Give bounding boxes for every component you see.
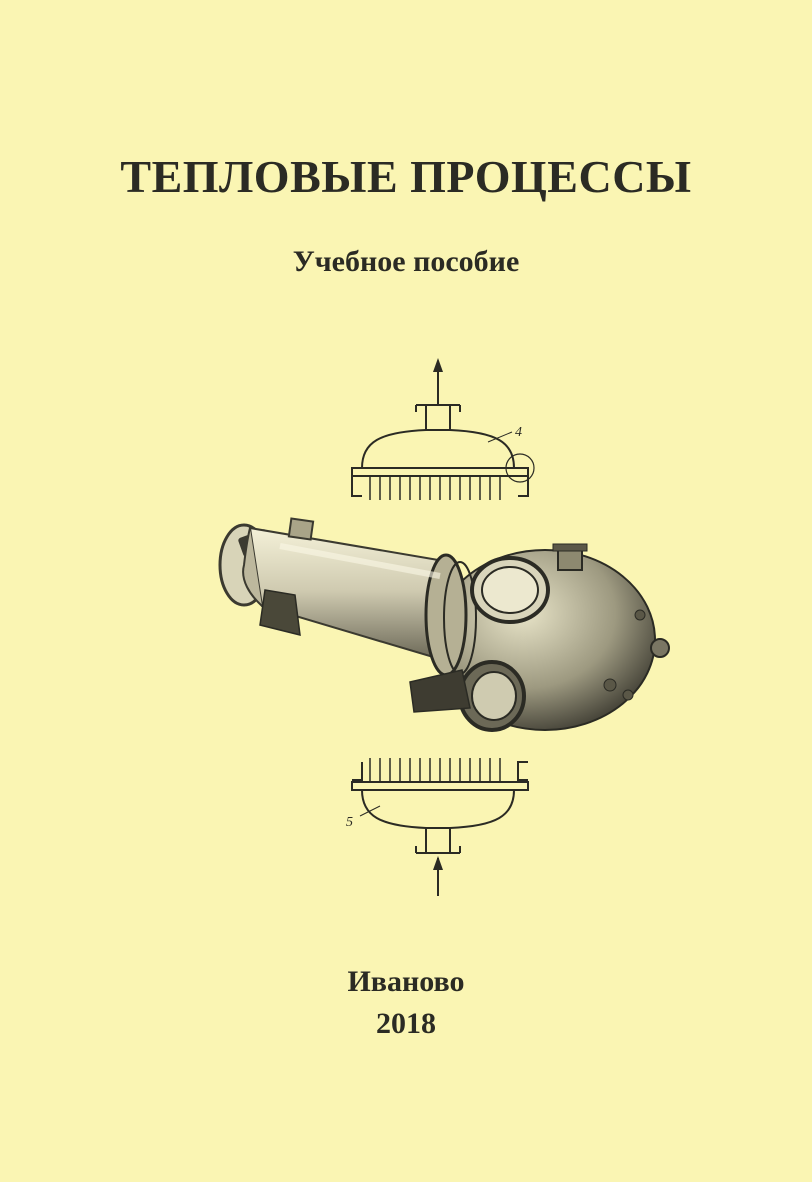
outlet-arrow-icon — [433, 358, 443, 372]
top-head-diagram — [351, 358, 535, 500]
bottom-head-diagram — [351, 758, 529, 896]
heat-exchanger-body — [218, 517, 670, 732]
book-subtitle: Учебное пособие — [292, 245, 520, 278]
bottom-callout-label: 5 — [346, 815, 353, 830]
inlet-arrow-icon — [433, 856, 443, 870]
heat-exchanger-illustration: 4 — [218, 358, 670, 896]
book-title: ТЕПЛОВЫЕ ПРОЦЕССЫ — [120, 151, 692, 202]
top-callout-label: 4 — [515, 425, 522, 440]
publication-city: Иваново — [347, 965, 465, 998]
publication-year: 2018 — [376, 1007, 436, 1040]
